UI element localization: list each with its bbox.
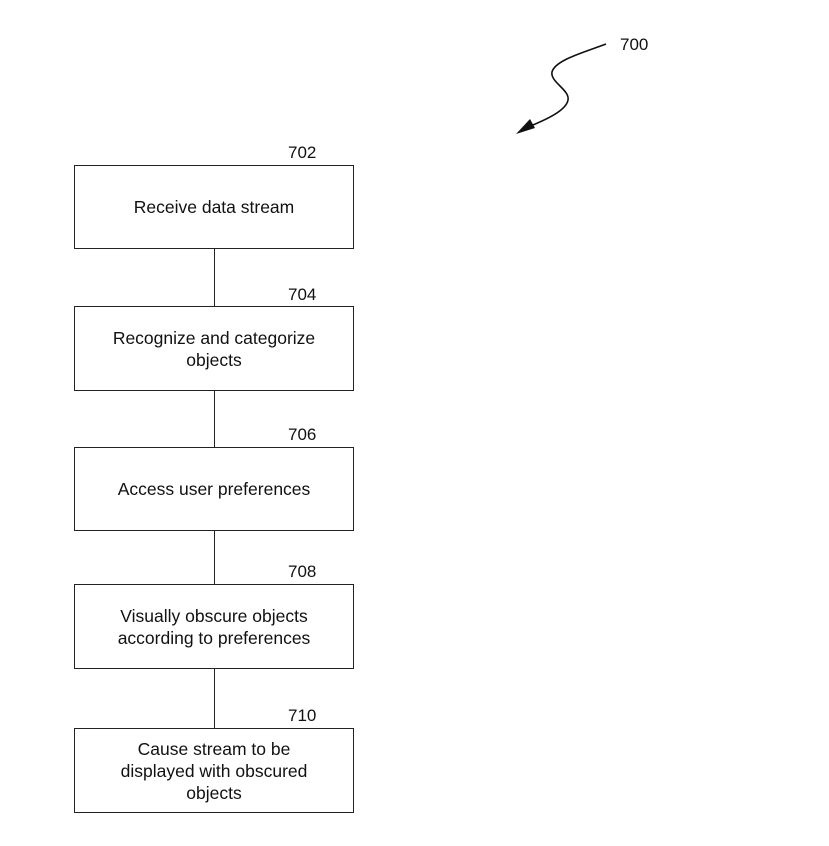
pointer-curve — [525, 43, 607, 129]
step-ref-702: 702 — [288, 143, 317, 162]
step-text: Access user preferences — [117, 479, 311, 499]
step-text: Cause stream to be displayed with obscur… — [120, 738, 308, 803]
figure-label: 700 — [620, 35, 649, 54]
step-ref-708: 708 — [288, 562, 317, 581]
connector-line — [214, 391, 215, 447]
step-ref-704: 704 — [288, 285, 317, 304]
arrowhead-icon — [516, 119, 535, 134]
connector-line — [214, 669, 215, 728]
step-box-receive-data-stream: Receive data stream — [74, 165, 354, 249]
connector-line — [214, 249, 215, 306]
step-box-obscure-objects: Visually obscure objects according to pr… — [74, 584, 354, 669]
step-box-recognize-categorize: Recognize and categorize objects — [74, 306, 354, 391]
step-ref-710: 710 — [288, 706, 317, 725]
step-text: Recognize and categorize objects — [112, 327, 316, 370]
step-box-display-stream: Cause stream to be displayed with obscur… — [74, 728, 354, 813]
connector-line — [214, 531, 215, 584]
step-text: Receive data stream — [133, 197, 295, 217]
step-ref-706: 706 — [288, 425, 317, 444]
step-box-access-preferences: Access user preferences — [74, 447, 354, 531]
step-text: Visually obscure objects according to pr… — [117, 605, 311, 648]
